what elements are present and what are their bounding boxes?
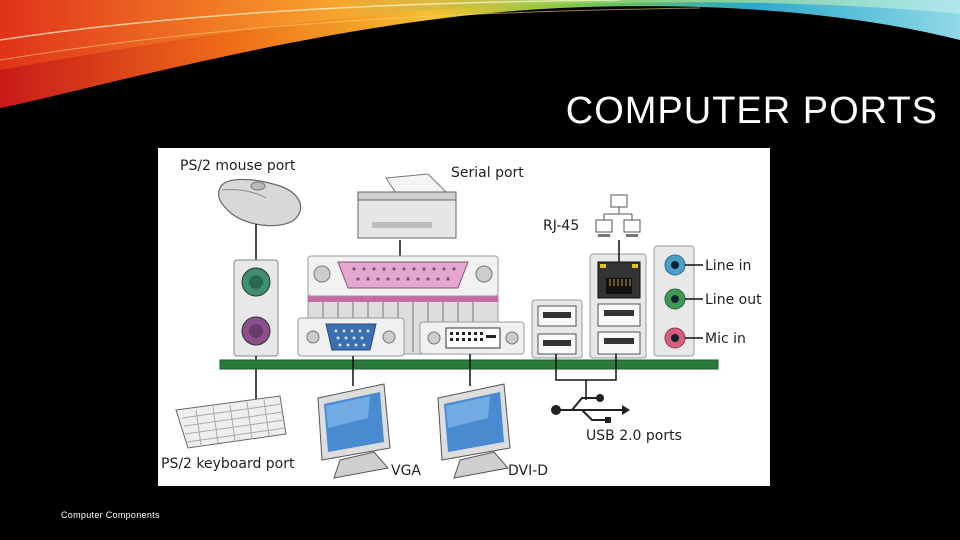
ports-diagram: PS/2 mouse port Serial port RJ-45 Line i… <box>158 148 770 486</box>
label-line-out: Line out <box>705 292 762 308</box>
motherboard-edge <box>219 359 719 370</box>
dvi-port <box>445 327 501 349</box>
network-icon <box>595 194 641 237</box>
decorative-swoosh <box>0 0 960 108</box>
vga-port <box>325 323 377 351</box>
keyboard-icon <box>175 395 287 449</box>
label-dvi-d: DVI-D <box>508 463 548 479</box>
label-serial-port: Serial port <box>451 165 524 181</box>
label-vga: VGA <box>391 463 421 479</box>
label-rj45: RJ-45 <box>543 218 579 234</box>
slide-title: COMPUTER PORTS <box>565 90 938 132</box>
label-ps2-keyboard-port: PS/2 keyboard port <box>161 456 295 472</box>
vga-monitor-icon <box>317 383 391 479</box>
serial-port <box>337 261 469 289</box>
label-usb-ports: USB 2.0 ports <box>586 428 682 444</box>
dvi-monitor-icon <box>437 383 511 479</box>
printer-icon <box>357 173 457 239</box>
slide-footer: Computer Components <box>61 510 160 520</box>
mouse-icon <box>217 178 302 227</box>
label-line-in: Line in <box>705 258 751 274</box>
label-ps2-mouse-port: PS/2 mouse port <box>180 158 296 174</box>
usb-icon <box>551 394 630 423</box>
label-mic-in: Mic in <box>705 331 746 347</box>
